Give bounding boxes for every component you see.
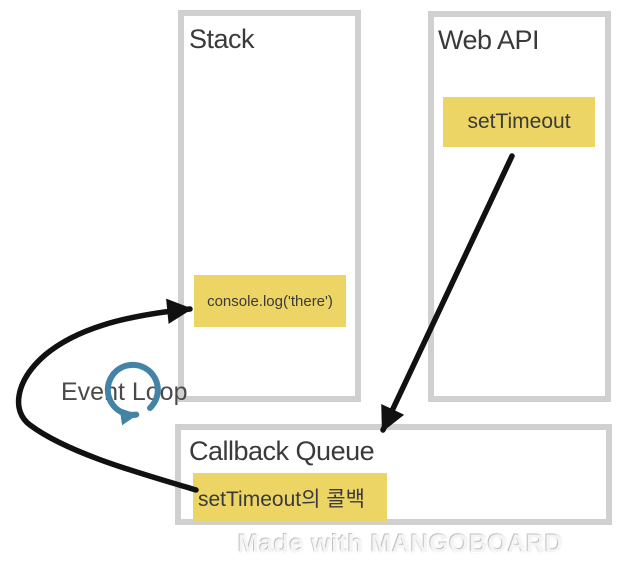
- callback-queue-title: Callback Queue: [189, 436, 375, 466]
- console-log-label: console.log('there'): [207, 292, 333, 310]
- web-api-title: Web API: [438, 25, 540, 55]
- settimeout-callback-badge: setTimeout의 콜백: [193, 473, 387, 522]
- stack-title: Stack: [189, 24, 255, 54]
- stack-box: [178, 10, 361, 402]
- watermark: Made with MANGOBOARD: [238, 530, 564, 558]
- settimeout-callback-label: setTimeout의 콜백: [198, 487, 365, 511]
- console-log-badge: console.log('there'): [194, 275, 346, 327]
- settimeout-badge: setTimeout: [443, 97, 595, 147]
- settimeout-label: setTimeout: [467, 110, 571, 133]
- web-api-box: [428, 11, 611, 402]
- event-loop-label: Event Loop: [61, 378, 188, 406]
